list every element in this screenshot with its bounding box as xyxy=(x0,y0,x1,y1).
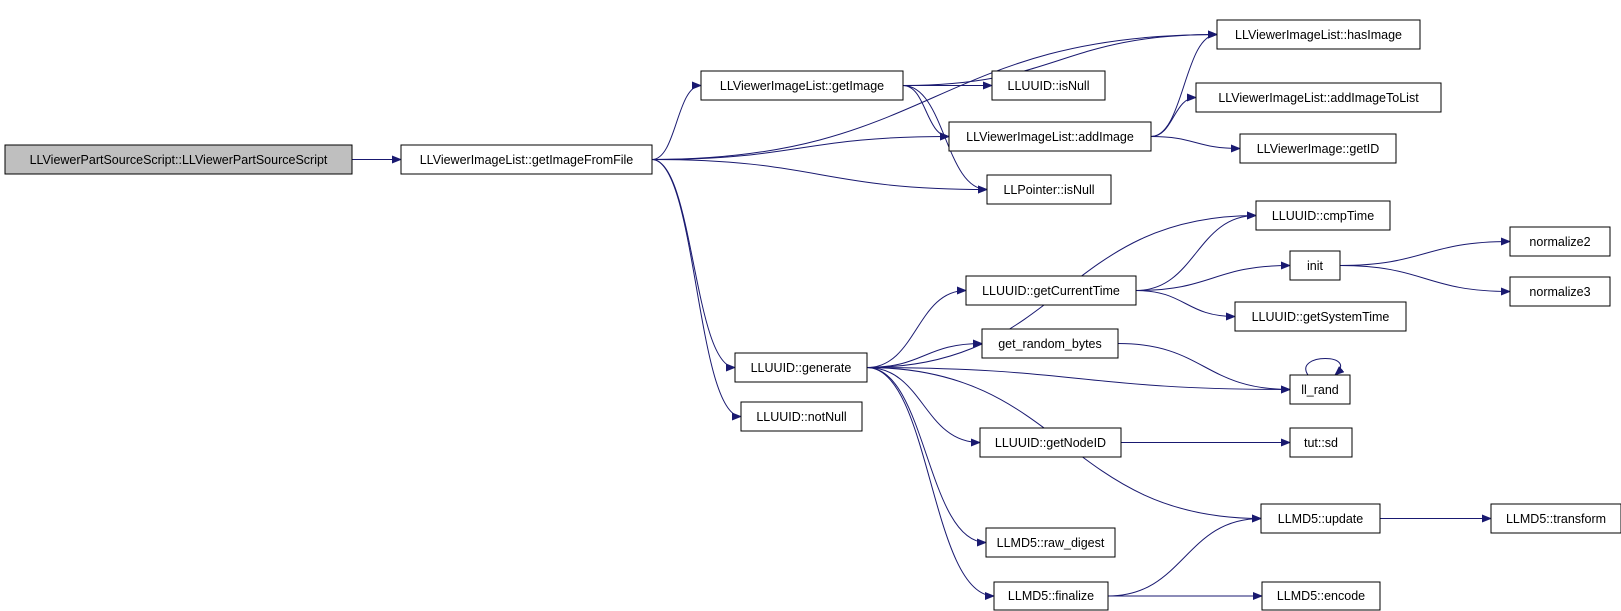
svg-text:LLViewerPartSourceScript::LLVi: LLViewerPartSourceScript::LLViewerPartSo… xyxy=(30,153,328,167)
svg-text:LLMD5::transform: LLMD5::transform xyxy=(1506,512,1606,526)
svg-text:LLMD5::encode: LLMD5::encode xyxy=(1277,589,1365,603)
node-not-null[interactable]: LLUUID::notNull xyxy=(740,401,863,432)
node-ll-rand[interactable]: ll_rand xyxy=(1289,374,1351,405)
svg-text:LLUUID::isNull: LLUUID::isNull xyxy=(1008,79,1090,93)
edge-finalize-to-update xyxy=(1107,514,1262,597)
node-is-null-uuid[interactable]: LLUUID::isNull xyxy=(991,70,1106,101)
nodes-layer: LLViewerPartSourceScript::LLViewerPartSo… xyxy=(4,19,1621,611)
edge-init-to-normalize2 xyxy=(1339,237,1511,266)
node-cmp-time[interactable]: LLUUID::cmpTime xyxy=(1255,200,1391,231)
node-get-system-time[interactable]: LLUUID::getSystemTime xyxy=(1234,301,1407,332)
svg-text:LLUUID::getNodeID: LLUUID::getNodeID xyxy=(995,436,1106,450)
edge-init-to-normalize3 xyxy=(1339,265,1511,296)
node-get-current-time[interactable]: LLUUID::getCurrentTime xyxy=(965,275,1137,306)
node-get-node-id[interactable]: LLUUID::getNodeID xyxy=(979,427,1122,458)
svg-text:tut::sd: tut::sd xyxy=(1304,436,1338,450)
node-add-image-to-list[interactable]: LLViewerImageList::addImageToList xyxy=(1195,82,1442,113)
svg-text:LLViewerImageList::addImage: LLViewerImageList::addImage xyxy=(966,130,1134,144)
edge-getImageFromFile-to-generate xyxy=(651,159,736,372)
edge-getImage-to-addImage xyxy=(902,85,950,141)
node-finalize[interactable]: LLMD5::finalize xyxy=(993,581,1109,611)
svg-text:LLViewerImageList::addImageToL: LLViewerImageList::addImageToList xyxy=(1218,91,1419,105)
svg-text:LLViewerImageList::getImage: LLViewerImageList::getImage xyxy=(720,79,884,93)
edge-generate-to-getCurrentTime xyxy=(866,286,967,368)
svg-text:LLUUID::getCurrentTime: LLUUID::getCurrentTime xyxy=(982,284,1120,298)
node-get-image-from-file[interactable]: LLViewerImageList::getImageFromFile xyxy=(400,144,653,175)
edge-generate-to-raw_digest xyxy=(866,367,987,547)
svg-text:normalize2: normalize2 xyxy=(1529,235,1590,249)
svg-text:LLMD5::raw_digest: LLMD5::raw_digest xyxy=(997,536,1105,550)
node-encode[interactable]: LLMD5::encode xyxy=(1261,581,1381,611)
svg-text:ll_rand: ll_rand xyxy=(1301,383,1339,397)
edge-addImage-to-getID xyxy=(1150,136,1241,153)
svg-text:LLViewerImage::getID: LLViewerImage::getID xyxy=(1257,142,1380,156)
edge-addImage-to-addImageToList xyxy=(1150,93,1197,137)
svg-text:LLMD5::update: LLMD5::update xyxy=(1278,512,1364,526)
node-root[interactable]: LLViewerPartSourceScript::LLViewerPartSo… xyxy=(4,144,353,175)
node-tut-sd[interactable]: tut::sd xyxy=(1289,427,1353,458)
node-transform[interactable]: LLMD5::transform xyxy=(1490,503,1621,534)
edge-getCurrentTime-to-init xyxy=(1135,261,1291,291)
node-add-image[interactable]: LLViewerImageList::addImage xyxy=(948,121,1152,152)
edges-layer xyxy=(351,30,1511,600)
edge-get_random_bytes-to-ll_rand xyxy=(1117,343,1291,394)
svg-text:LLPointer::isNull: LLPointer::isNull xyxy=(1003,183,1094,197)
svg-text:LLViewerImageList::getImageFro: LLViewerImageList::getImageFromFile xyxy=(420,153,634,167)
node-get-random-bytes[interactable]: get_random_bytes xyxy=(981,328,1119,359)
edge-getImageFromFile-to-isNullPtr xyxy=(651,159,988,194)
edge-generate-to-ll_rand xyxy=(866,367,1291,394)
edge-getImageFromFile-to-addImage xyxy=(651,132,950,160)
svg-text:LLMD5::finalize: LLMD5::finalize xyxy=(1008,589,1094,603)
edge-getCurrentTime-to-cmpTime xyxy=(1135,211,1257,291)
edge-getImage-to-isNullPtr xyxy=(902,85,988,194)
svg-text:get_random_bytes: get_random_bytes xyxy=(998,337,1102,351)
svg-text:LLUUID::cmpTime: LLUUID::cmpTime xyxy=(1272,209,1374,223)
node-normalize2[interactable]: normalize2 xyxy=(1509,226,1611,257)
edge-getImageFromFile-to-notNull xyxy=(651,159,742,421)
node-init[interactable]: init xyxy=(1289,250,1341,281)
svg-text:normalize3: normalize3 xyxy=(1529,285,1590,299)
edge-generate-to-finalize xyxy=(866,367,995,600)
node-normalize3[interactable]: normalize3 xyxy=(1509,276,1611,307)
node-raw-digest[interactable]: LLMD5::raw_digest xyxy=(985,527,1116,558)
edge-generate-to-getNodeID xyxy=(866,367,981,447)
node-update[interactable]: LLMD5::update xyxy=(1260,503,1381,534)
node-generate[interactable]: LLUUID::generate xyxy=(734,352,868,383)
node-is-null-ptr[interactable]: LLPointer::isNull xyxy=(986,174,1112,205)
edge-getCurrentTime-to-getSystemTime xyxy=(1135,290,1236,321)
svg-text:LLUUID::generate: LLUUID::generate xyxy=(751,361,852,375)
edge-getImage-to-hasImage xyxy=(902,30,1218,86)
svg-text:LLUUID::notNull: LLUUID::notNull xyxy=(756,410,846,424)
node-has-image[interactable]: LLViewerImageList::hasImage xyxy=(1216,19,1421,50)
node-get-image[interactable]: LLViewerImageList::getImage xyxy=(700,70,904,101)
edge-generate-to-get_random_bytes xyxy=(866,339,983,368)
svg-text:LLUUID::getSystemTime: LLUUID::getSystemTime xyxy=(1252,310,1390,324)
edge-getImageFromFile-to-hasImage xyxy=(651,30,1218,160)
edge-getImageFromFile-to-getImage xyxy=(651,81,702,160)
edge-addImage-to-hasImage xyxy=(1150,30,1218,137)
edge-ll_rand-to-ll_rand xyxy=(1305,358,1345,376)
svg-text:init: init xyxy=(1307,259,1324,273)
svg-text:LLViewerImageList::hasImage: LLViewerImageList::hasImage xyxy=(1235,28,1402,42)
node-get-id[interactable]: LLViewerImage::getID xyxy=(1239,133,1397,164)
